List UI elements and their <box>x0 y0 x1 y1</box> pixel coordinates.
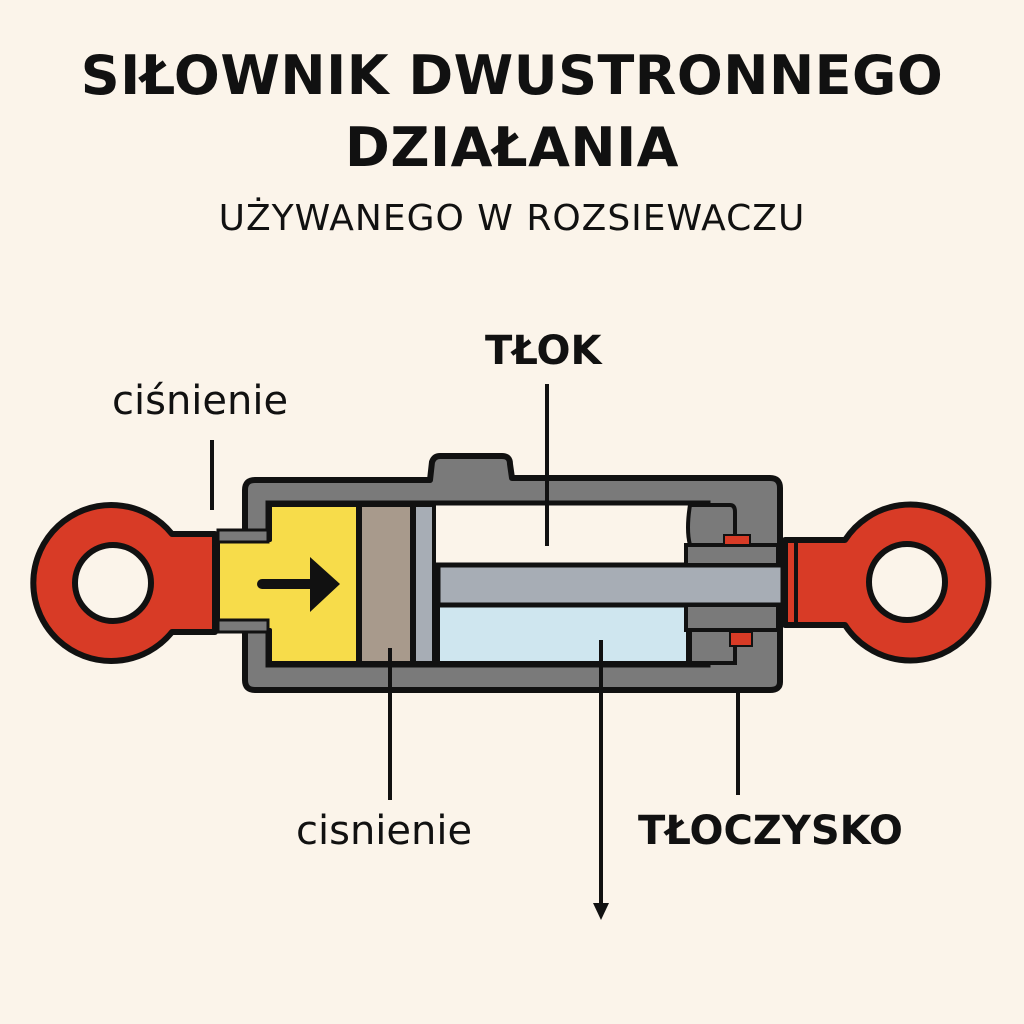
piston-rod <box>435 562 786 608</box>
down-arrow-icon <box>593 903 609 920</box>
label-piston-rod: TŁOCZYSKO <box>638 808 903 854</box>
leader-lines <box>210 384 740 905</box>
title-line-1: SIŁOWNIK DWUSTRONNEGO <box>80 44 944 107</box>
rod-gland <box>684 503 780 665</box>
label-pressure-top: ciśnienie <box>112 378 289 424</box>
subtitle: UŻYWANEGO W ROZSIEWACZU <box>218 198 806 239</box>
label-piston: TŁOK <box>485 328 602 374</box>
title-line-2: DZIAŁANIA <box>345 116 679 179</box>
piston <box>358 503 436 665</box>
right-eye-mount <box>782 501 992 664</box>
flow-direction-arrow-icon <box>257 557 340 612</box>
left-eye-mount <box>30 502 218 664</box>
label-pressure-bottom: cisnienie <box>296 808 473 854</box>
rod-chamber <box>436 603 690 665</box>
